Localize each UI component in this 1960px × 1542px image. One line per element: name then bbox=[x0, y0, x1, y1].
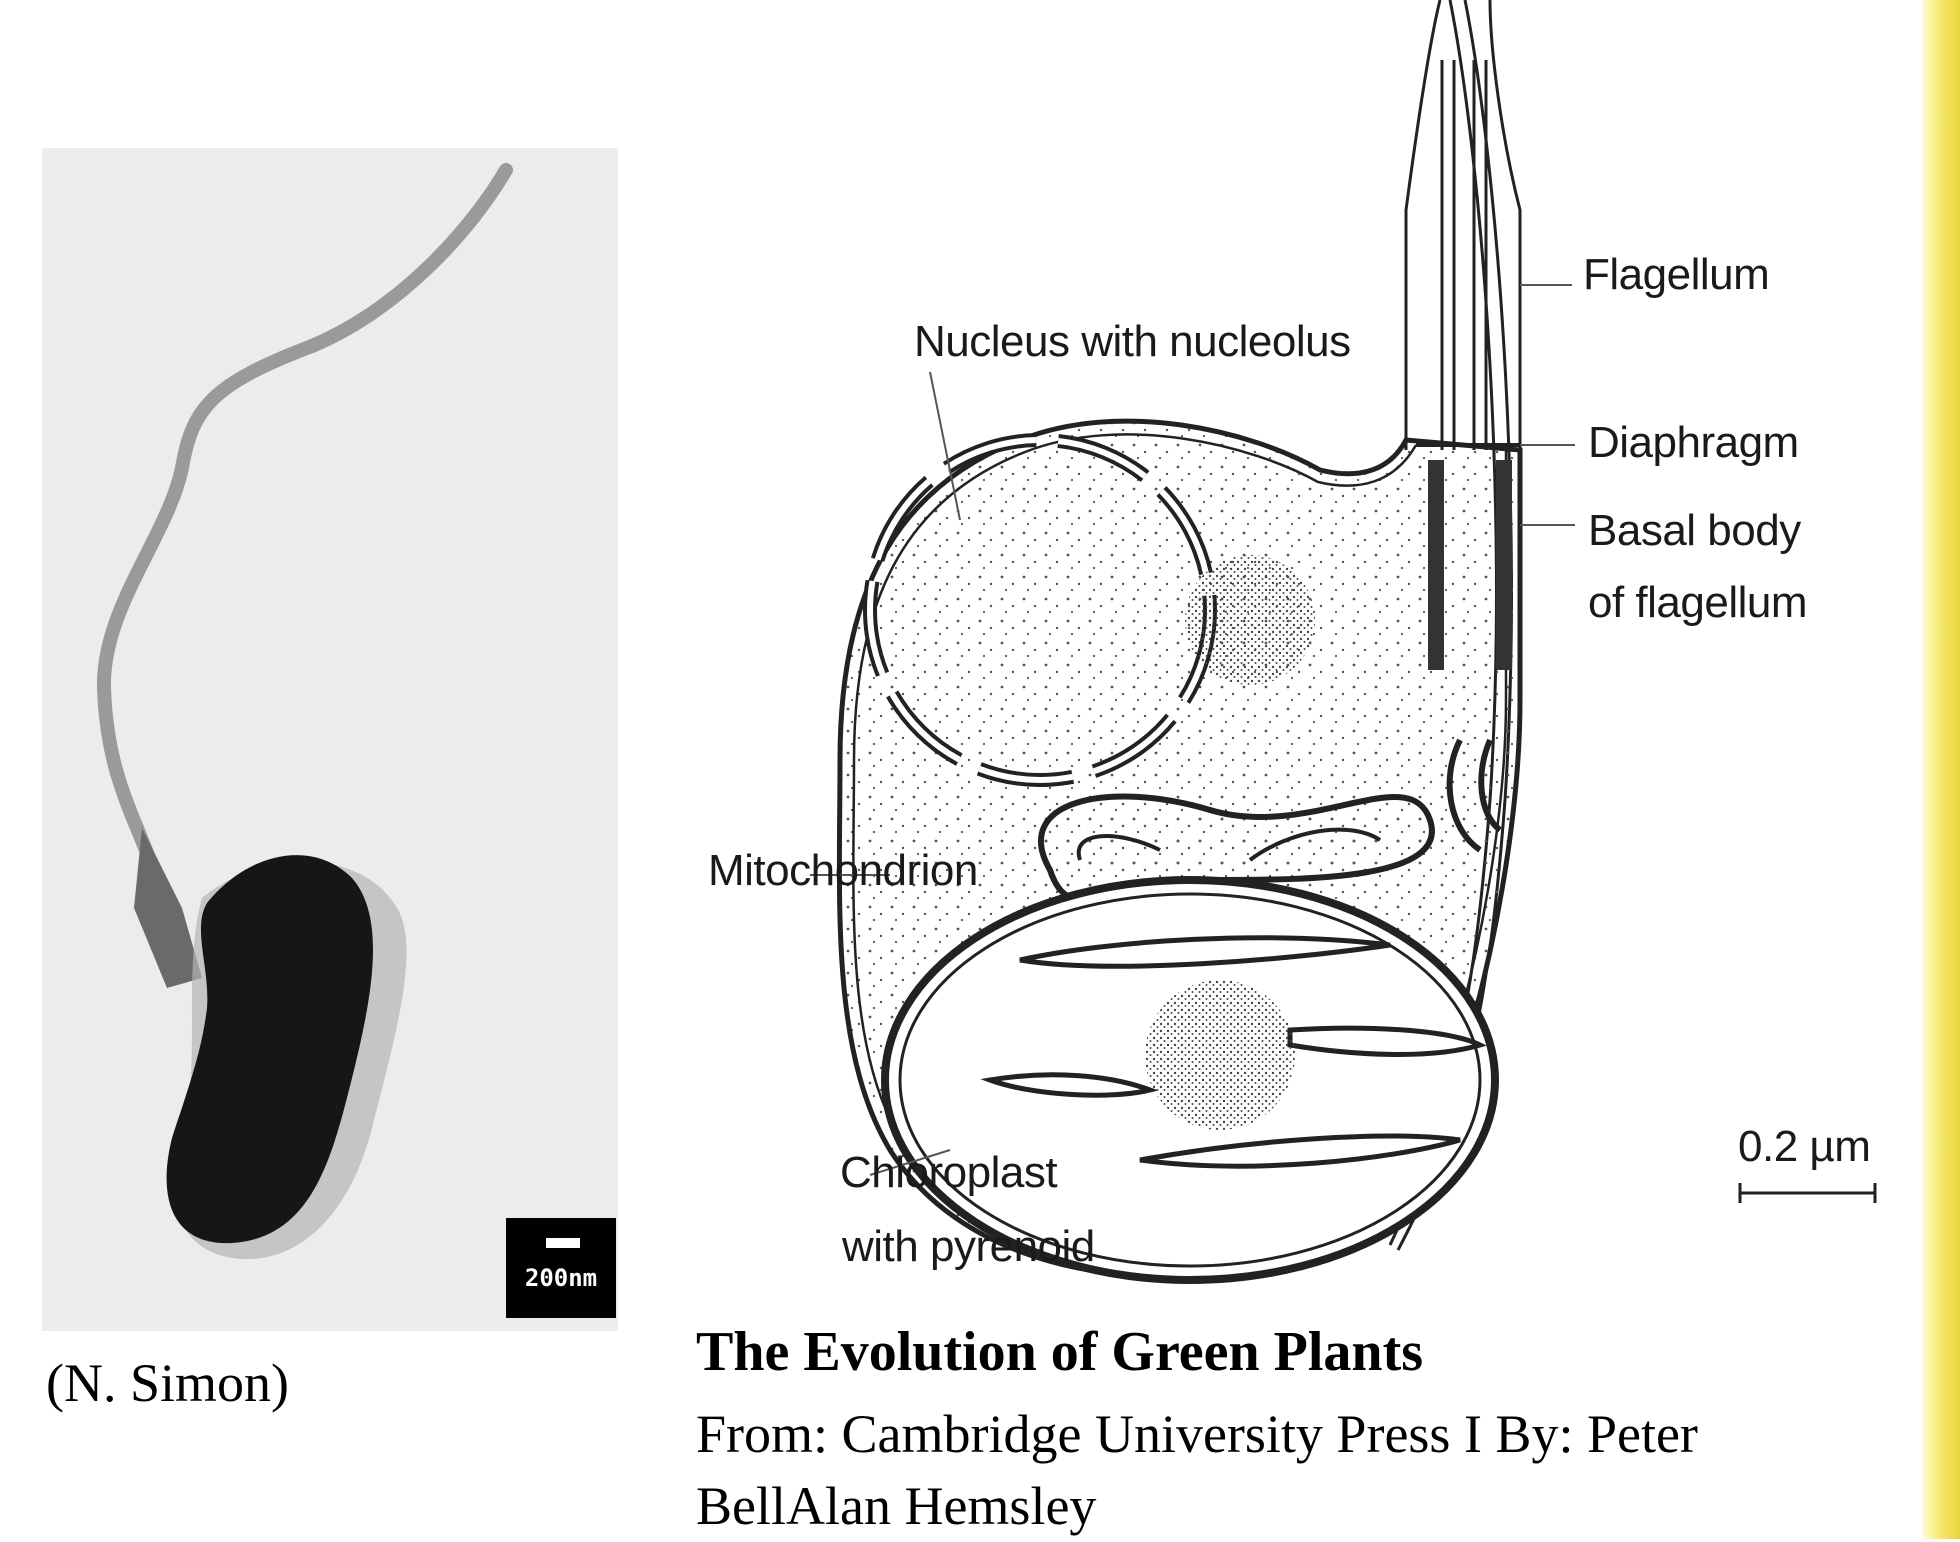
caption-title: The Evolution of Green Plants bbox=[696, 1320, 1423, 1384]
label-mitochondrion: Mitochondrion bbox=[708, 846, 978, 896]
label-chloroplast: Chloroplast bbox=[840, 1148, 1057, 1198]
nucleolus bbox=[1185, 555, 1315, 685]
label-flagellum: Flagellum bbox=[1583, 250, 1769, 300]
label-basal-body-line2: of flagellum bbox=[1588, 578, 1807, 628]
electron-micrograph: 200nm bbox=[42, 148, 618, 1331]
basal-body-right bbox=[1496, 460, 1512, 670]
caption-source: From: Cambridge University Press I By: P… bbox=[696, 1398, 1896, 1542]
flagellum-base bbox=[134, 828, 202, 988]
label-nucleus: Nucleus with nucleolus bbox=[914, 317, 1351, 367]
label-basal-body: Basal body bbox=[1588, 506, 1801, 556]
photo-credit: (N. Simon) bbox=[46, 1352, 289, 1414]
micrograph-scale-bar bbox=[546, 1238, 580, 1248]
flagellum-strand bbox=[104, 170, 506, 878]
cell-diagram: Flagellum Nucleus with nucleolus Diaphra… bbox=[690, 0, 1920, 1310]
flagellum-left-edge bbox=[1406, 0, 1440, 450]
label-scale: 0.2 µm bbox=[1738, 1122, 1870, 1172]
decorative-edge-stripe bbox=[1922, 0, 1960, 1539]
micrograph-scale-label: 200nm bbox=[506, 1264, 616, 1292]
cell-diagram-drawing bbox=[690, 0, 1920, 1310]
micrograph-drawing bbox=[42, 148, 618, 1331]
basal-body-left bbox=[1428, 460, 1444, 670]
pyrenoid bbox=[1145, 980, 1295, 1130]
micrograph-scale-box: 200nm bbox=[506, 1218, 616, 1318]
label-chloroplast-line2: with pyrenoid bbox=[842, 1222, 1095, 1272]
label-diaphragm: Diaphragm bbox=[1588, 418, 1799, 468]
